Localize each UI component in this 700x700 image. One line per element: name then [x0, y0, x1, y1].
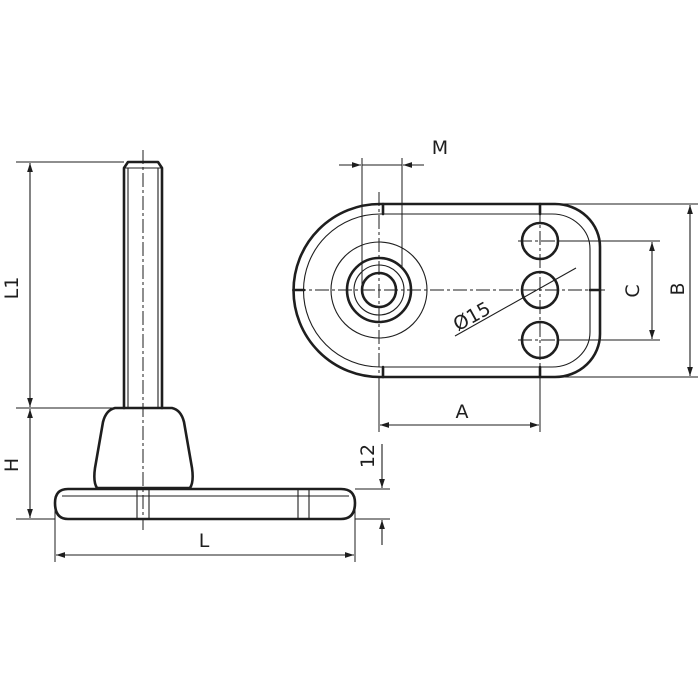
label-L: L [199, 530, 210, 552]
label-B: B [667, 282, 689, 295]
side-view: L1 H L 12 [1, 150, 390, 562]
label-H: H [1, 458, 23, 472]
base-plate [53, 487, 357, 521]
top-center-lines [292, 192, 608, 388]
top-view: Ø15 M A C B [292, 137, 698, 432]
label-A: A [456, 401, 469, 423]
label-C: C [622, 284, 644, 297]
dimension-L: L [54, 508, 356, 562]
dimension-B: B [555, 203, 698, 378]
label-L1: L1 [1, 277, 23, 300]
top-inner-contour [303, 213, 591, 368]
dimension-H: H [1, 409, 55, 520]
top-outer-contour [292, 202, 602, 379]
dimension-L1: L1 [1, 161, 124, 409]
label-diameter-15: Ø15 [450, 298, 495, 336]
dimension-12: 12 [355, 444, 390, 545]
base-plate-details [62, 490, 349, 518]
dimension-diameter-15: Ø15 [450, 267, 577, 337]
label-M: M [432, 137, 448, 159]
dimension-C: C [558, 240, 660, 341]
dimension-M: M [339, 137, 448, 290]
dimension-A: A [378, 375, 541, 432]
label-12: 12 [357, 444, 379, 468]
